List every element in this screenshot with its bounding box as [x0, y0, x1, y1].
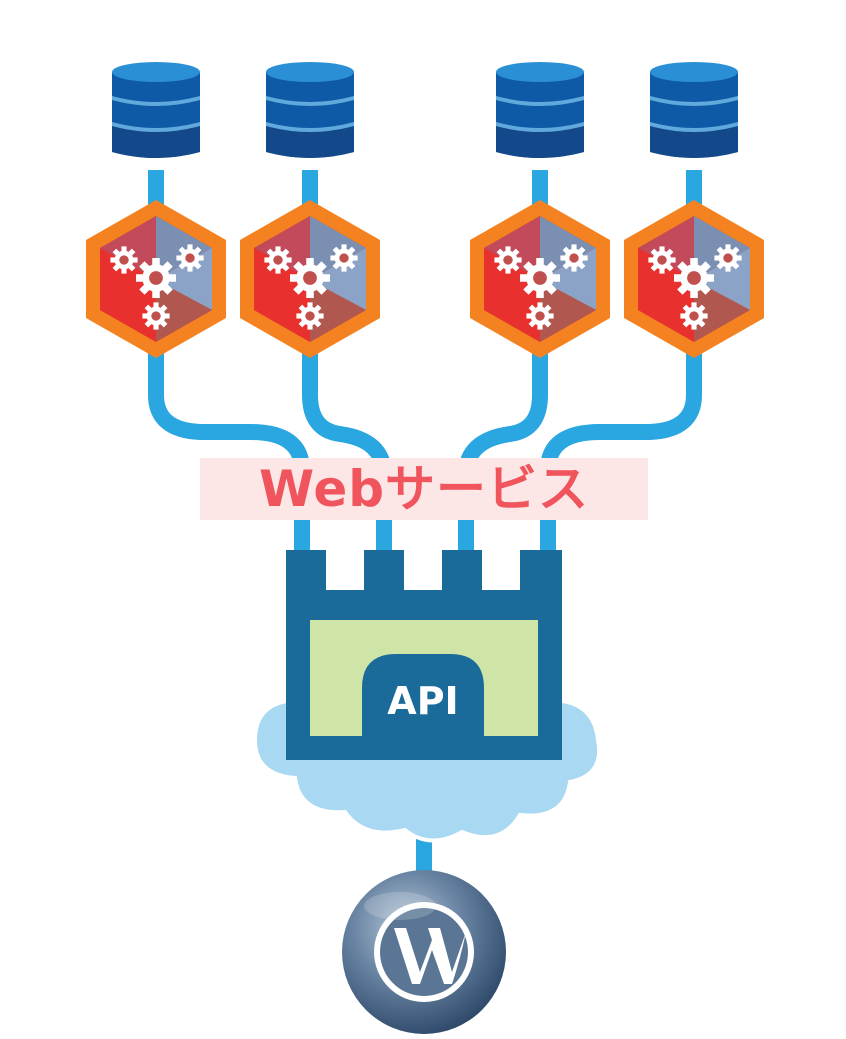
- database-icon: [112, 62, 200, 158]
- diagram-title: Webサービス: [258, 460, 590, 518]
- database-icon: [496, 62, 584, 158]
- wordpress-logo-icon: [342, 870, 506, 1034]
- gears-hexagon-icon: [86, 200, 226, 358]
- api-gateway-icon: [286, 550, 562, 760]
- gears-hexagon-icon: [240, 200, 380, 358]
- gears-hexagon-icon: [624, 200, 764, 358]
- gears-hexagon-icon: [470, 200, 610, 358]
- api-label: API: [387, 679, 459, 723]
- database-icon: [650, 62, 738, 158]
- database-icon: [266, 62, 354, 158]
- title-band: [200, 458, 648, 520]
